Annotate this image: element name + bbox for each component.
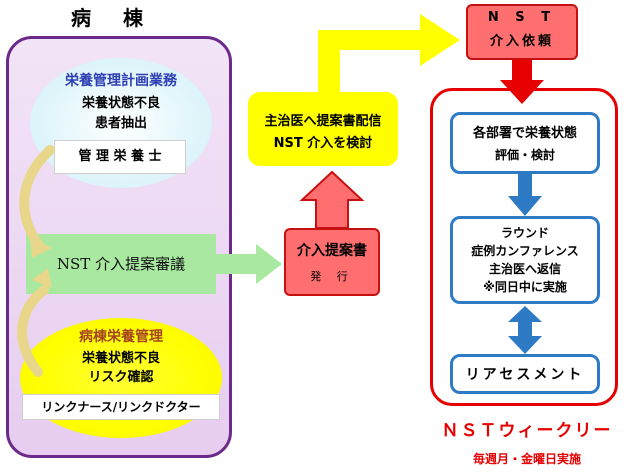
reassessment-label: リアセスメント [465,367,585,383]
nutrition-plan-line1: 栄養状態不良 [81,96,160,111]
proposal-issue: 発 行 [310,270,354,283]
curved-arrow-upper [19,145,55,249]
consult-line1: 主治医へ提案書配信 [264,114,382,129]
nst-review-label: NST 介入提案審議 [56,255,186,273]
round-line3: 主治医へ返信 [488,262,561,276]
evaluation-box [450,112,600,174]
curved-arrow-lower [17,285,49,377]
ward-nutrition-line1: 栄養状態不良 [81,351,160,366]
dietitian-box: 管 理 栄 養 士 [54,140,186,174]
red-up-arrow [299,170,365,229]
nst-request-line2: 介入依頼 [489,34,554,49]
nst-review-box [26,234,216,294]
curved-arrow-upper-head [30,236,52,258]
nutrition-plan-line2: 患者抽出 [94,116,147,131]
proposal-title: 介入提案書 [297,243,367,259]
nutrition-plan-title: 栄養管理計画業務 [65,73,177,89]
reassessment-box [450,354,600,394]
round-line4: ※同日中に実施 [483,280,567,294]
nst-weekly-schedule: 毎週月・金曜日実施 [472,452,581,466]
ward-nutrition-title: 病棟栄養管理 [79,329,163,345]
link-staff-box: リンクナース/リンクドクター [22,394,220,420]
evaluation-line2: 評価・検討 [494,148,555,162]
blue-double-arrow [508,306,542,354]
round-line2: 症例カンファレンス [471,244,579,258]
nst-request-box [466,4,578,60]
green-arrow [216,244,282,284]
ward-title: 病 棟 [71,6,149,30]
consult-line2: NST 介入を検討 [273,136,373,151]
consult-box [248,92,398,166]
yellow-elbow-arrow [318,14,460,92]
blue-down-arrow [508,174,542,216]
red-down-arrow [500,60,544,104]
nst-request-line1: N S T [487,10,557,25]
curved-arrow-lower-head [32,268,52,288]
evaluation-line1: 各部署で栄養状態 [472,126,577,141]
ward-nutrition-line2: リスク確認 [88,370,154,385]
round-line1: ラウンド [500,226,549,240]
nst-weekly-title: ＮＳＴウィークリー [441,421,613,441]
round-box [450,216,600,304]
